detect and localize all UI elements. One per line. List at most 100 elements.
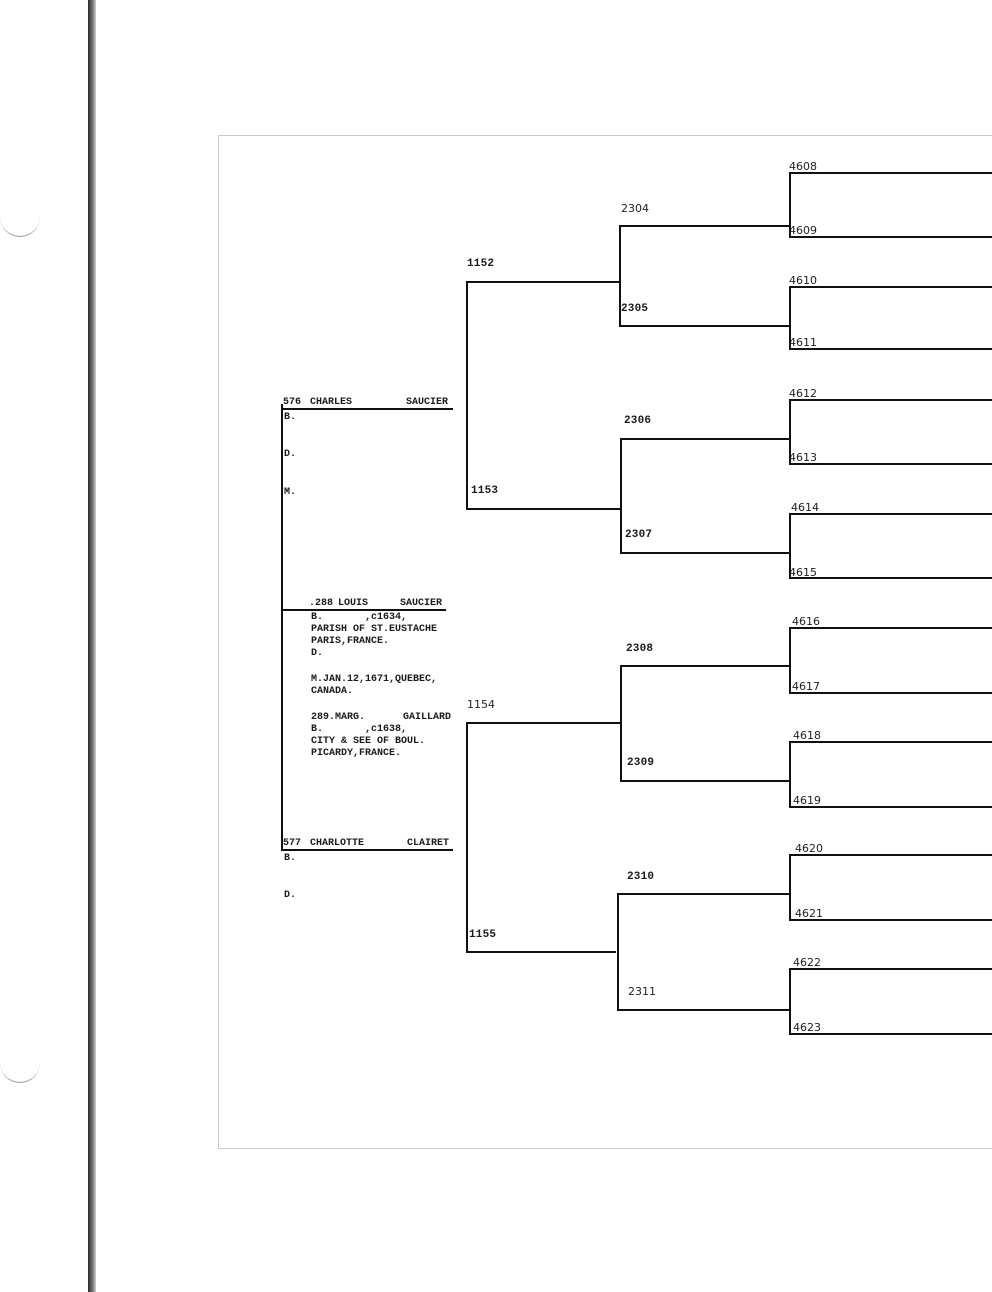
person-577-death: D. [284, 890, 297, 901]
line-4617 [789, 692, 992, 694]
bracket-2310-2311 [617, 893, 619, 1010]
person-577-number: 577 [283, 838, 302, 849]
person-288-marriage-place: CANADA. [311, 686, 354, 697]
line-4615 [789, 577, 992, 579]
line-4616 [789, 627, 992, 629]
gen-4615: 4615 [789, 566, 817, 579]
line-4613 [789, 463, 992, 465]
gen-4623: 4623 [793, 1021, 821, 1034]
person-577-given: CHARLOTTE [310, 838, 365, 849]
binder-edge [88, 0, 96, 1292]
gen-4610: 4610 [789, 274, 817, 287]
gen-2306: 2306 [624, 415, 652, 427]
line-4621 [789, 919, 992, 921]
line-4612 [789, 399, 992, 401]
bracket-2308-2309 [620, 665, 622, 781]
bracket-1152-1153 [466, 281, 468, 509]
gen-4617: 4617 [792, 680, 820, 693]
line-2308 [620, 665, 790, 667]
person-288-given: LOUIS [338, 598, 369, 609]
person-288-birth: B. ,c1634, [311, 612, 408, 623]
gen-1155: 1155 [469, 929, 497, 941]
line-2307 [620, 552, 790, 554]
gen-2308: 2308 [626, 643, 654, 655]
gen-2311: 2311 [628, 985, 656, 998]
line-1154 [466, 722, 620, 724]
gen-4621: 4621 [795, 907, 823, 920]
person-289-surname: GAILLARD [403, 712, 452, 723]
bracket-4616-4617 [789, 627, 791, 693]
gen-4611: 4611 [789, 336, 817, 349]
line-2304 [619, 225, 790, 227]
person-288-number: .288 [309, 598, 334, 609]
person-289-birth: B. ,c1638, [311, 724, 408, 735]
gen-4608: 4608 [789, 160, 817, 173]
bracket-4610-4611 [789, 286, 791, 349]
line-4614 [789, 513, 992, 515]
person-289-number: 289.MARG. [311, 712, 366, 723]
line-2309 [620, 780, 790, 782]
person-288-marriage: M.JAN.12,1671,QUEBEC, [311, 674, 438, 685]
line-1153 [466, 508, 622, 510]
gen-4620: 4620 [795, 842, 823, 855]
person-576-birth: B. [284, 412, 297, 423]
line-1155 [466, 951, 616, 953]
gen-2307: 2307 [625, 529, 653, 541]
bracket-4608-4609 [789, 172, 791, 237]
bracket-4622-4623 [789, 968, 791, 1034]
line-4610 [789, 286, 992, 288]
line-4623 [789, 1033, 992, 1035]
bracket-4618-4619 [789, 741, 791, 807]
gen-2305: 2305 [621, 303, 649, 315]
person-577-line [281, 849, 453, 851]
gen-1153: 1153 [471, 485, 499, 497]
gen-4613: 4613 [789, 451, 817, 464]
line-4611 [789, 348, 992, 350]
gen-4614: 4614 [791, 501, 819, 514]
line-4609 [789, 236, 992, 238]
line-2305 [619, 325, 790, 327]
gen-2310: 2310 [627, 871, 655, 883]
person-288-line [283, 609, 446, 611]
person-577-birth: B. [284, 853, 297, 864]
person-576-surname: SAUCIER [406, 397, 449, 408]
gen-2304: 2304 [621, 202, 649, 215]
line-4618 [789, 741, 992, 743]
person-288-death: D. [311, 648, 324, 659]
person-576-given: CHARLES [310, 397, 353, 408]
person-288-city: PARIS,FRANCE. [311, 636, 390, 647]
bracket-1154-1155 [466, 722, 468, 952]
gen-4616: 4616 [792, 615, 820, 628]
gen-4622: 4622 [793, 956, 821, 969]
punch-hole-bottom [0, 1052, 40, 1083]
bracket-4614-4615 [789, 513, 791, 578]
line-2306 [620, 438, 790, 440]
bracket-576-577 [281, 404, 283, 850]
bracket-4612-4613 [789, 399, 791, 464]
gen-4612: 4612 [789, 387, 817, 400]
line-4608 [789, 172, 992, 174]
person-577-surname: CLAIRET [407, 838, 450, 849]
gen-1154: 1154 [467, 698, 495, 711]
person-576-number: 576 [283, 397, 302, 408]
chart-frame [218, 135, 992, 1149]
person-576-marriage: M. [284, 487, 297, 498]
line-2311 [617, 1009, 790, 1011]
person-289-region: PICARDY,FRANCE. [311, 748, 402, 759]
bracket-2304-2305 [619, 225, 621, 326]
gen-4609: 4609 [789, 224, 817, 237]
person-289-place: CITY & SEE OF BOUL. [311, 736, 426, 747]
line-1152 [466, 281, 620, 283]
gen-4618: 4618 [793, 729, 821, 742]
person-288-parish: PARISH OF ST.EUSTACHE [311, 624, 438, 635]
person-576-death: D. [284, 449, 297, 460]
person-288-surname: SAUCIER [400, 598, 443, 609]
person-576-line [281, 408, 453, 410]
gen-2309: 2309 [627, 757, 655, 769]
bracket-2306-2307 [620, 438, 622, 553]
line-2310 [617, 893, 790, 895]
bracket-4620-4621 [789, 854, 791, 920]
gen-4619: 4619 [793, 794, 821, 807]
line-4620 [789, 854, 992, 856]
